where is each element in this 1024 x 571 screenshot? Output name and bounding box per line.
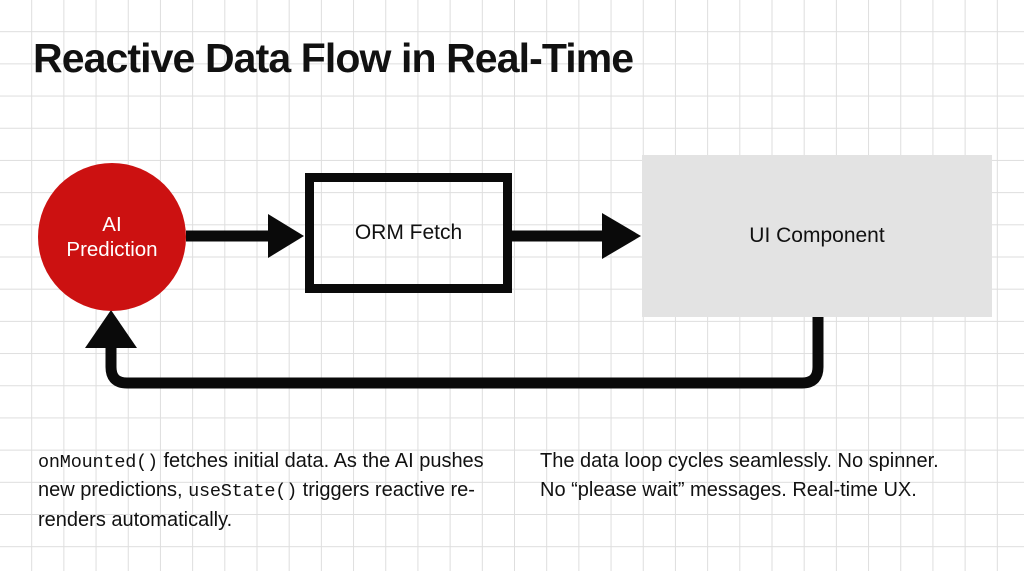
edge-ai-to-orm [186, 214, 304, 258]
caption-left-text-a: fetches initial data. As the AI pushes n… [38, 450, 484, 502]
caption-right-text: The data loop cycles seamlessly. No spin… [540, 450, 939, 502]
page-title: Reactive Data Flow in Real-Time [33, 35, 634, 81]
caption-left-text-b: triggers reactive re-renders automatical… [38, 479, 475, 531]
caption-left-code-onmounted: onMounted() [38, 452, 158, 473]
node-ai-prediction-label-line1: AI [102, 213, 122, 236]
node-ui-component[interactable]: UI Component [642, 155, 992, 317]
caption-left-code-usestate: useState() [188, 481, 298, 503]
node-orm-fetch-label: ORM Fetch [354, 221, 463, 244]
edge-orm-to-ui [512, 213, 641, 259]
node-ai-prediction[interactable]: AI Prediction [38, 163, 186, 311]
node-ai-prediction-label-line2: Prediction [66, 238, 158, 261]
node-orm-fetch[interactable]: ORM Fetch [305, 173, 512, 293]
edge-ui-to-ai-feedback [85, 310, 824, 389]
caption-right: The data loop cycles seamlessly. No spin… [540, 447, 960, 506]
caption-left: onMounted() fetches initial data. As the… [38, 447, 508, 535]
node-ui-component-label: UI Component [749, 224, 885, 247]
